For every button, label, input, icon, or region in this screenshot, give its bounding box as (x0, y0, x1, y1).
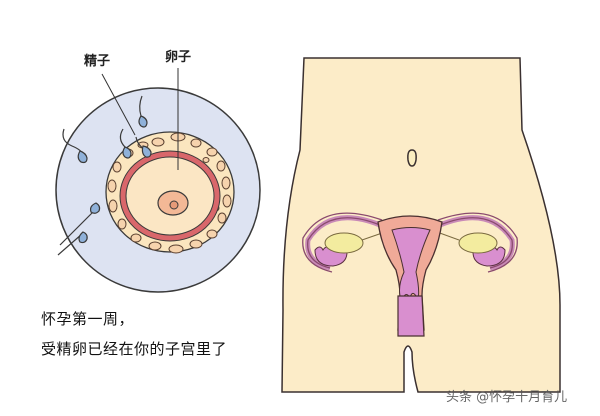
fallopian-tubes (302, 212, 518, 273)
egg-label: 卵子 (165, 50, 192, 65)
sperm-label: 精子 (84, 54, 111, 69)
right-ovary (458, 232, 498, 254)
follicle-cells (107, 132, 232, 254)
caption-line-2: 受精卵已经在你的子宫里了 (41, 340, 228, 358)
navel (407, 149, 417, 167)
caption-line-1: 怀孕第一周， (41, 310, 135, 328)
left-ovary (324, 232, 364, 254)
watermark: 头条 @怀孕十月育儿 (446, 390, 568, 405)
sperm-leader-line (101, 73, 136, 136)
egg-nucleolus (169, 200, 179, 210)
right-ovarian-ligament (436, 231, 460, 241)
sperm-cells (57, 95, 152, 256)
body-figure (281, 57, 561, 393)
uterine-cavity (391, 227, 431, 302)
vaginal-canal (397, 295, 425, 337)
egg-cell-figure (55, 68, 261, 293)
